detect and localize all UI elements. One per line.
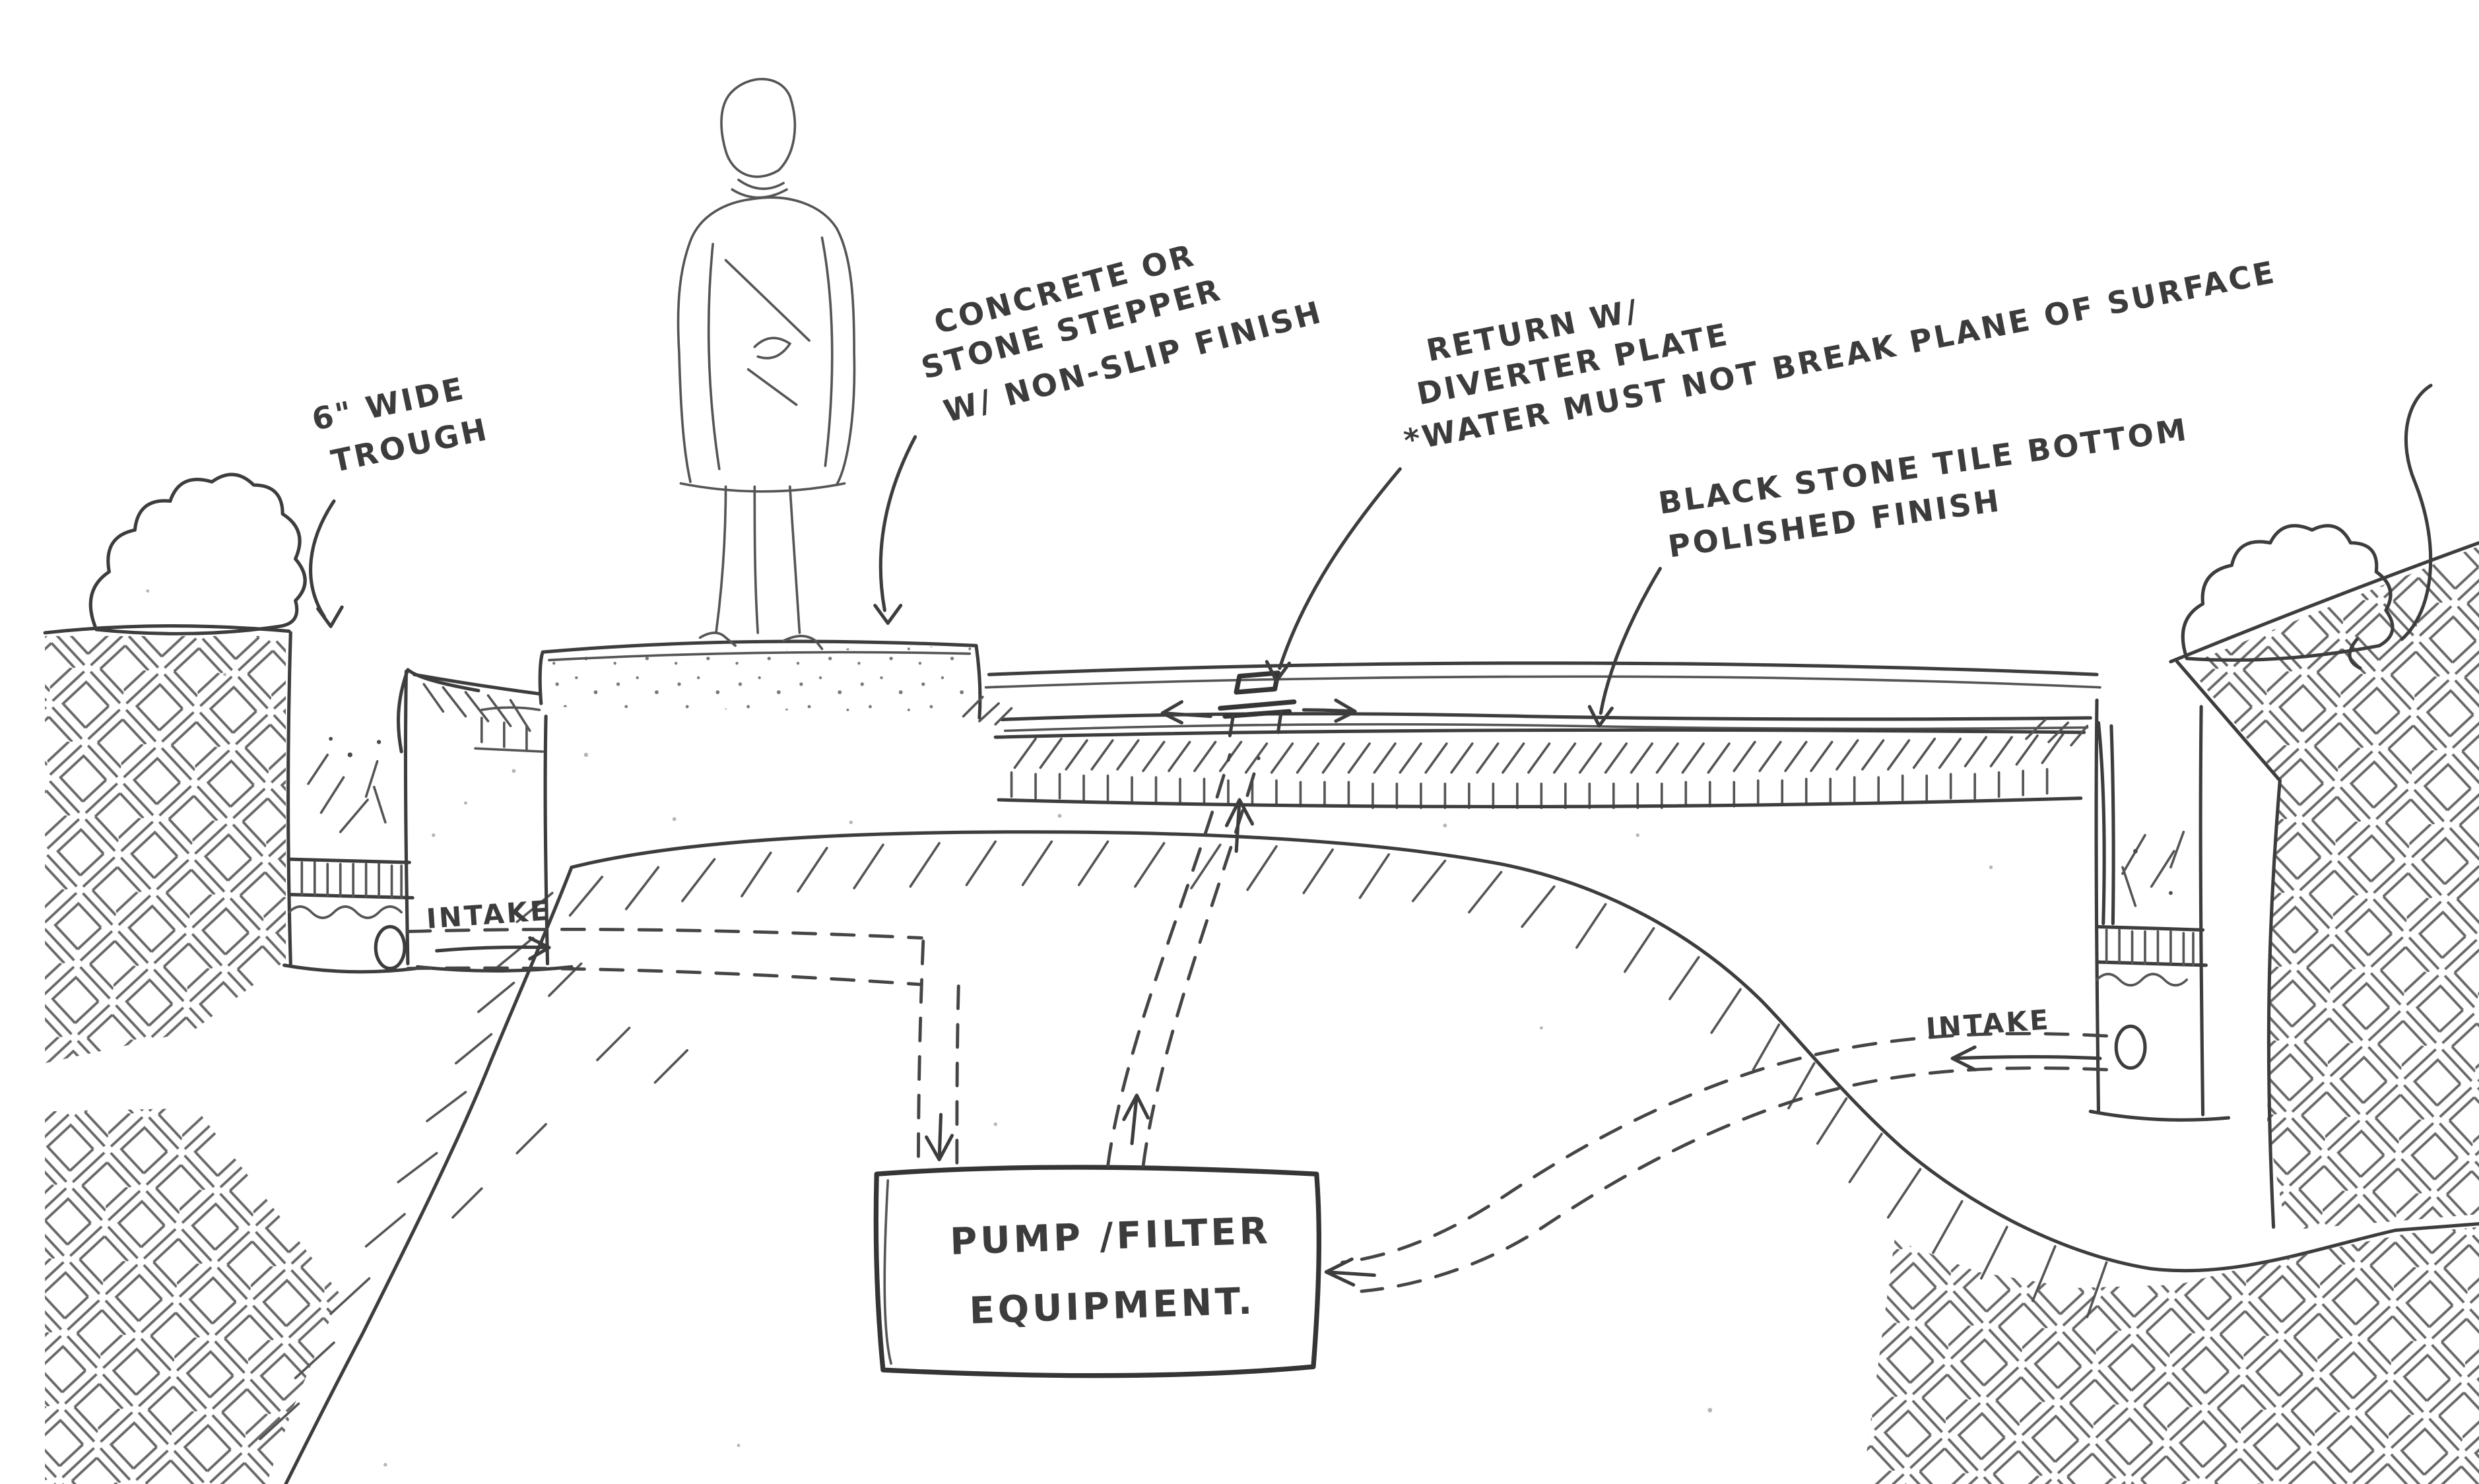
right-bush-branch xyxy=(2348,383,2433,670)
right-trough-grate xyxy=(2095,924,2208,967)
up-arrow-mid xyxy=(1224,798,1255,853)
right-trough-left-wall xyxy=(2094,698,2101,1113)
left-trough-water-line xyxy=(288,905,403,919)
stepper-top-second-stroke xyxy=(548,651,972,662)
left-trough-grate xyxy=(288,857,414,900)
return-callout: RETURN W/ DIVERTER PLATE *WATER MUST NOT… xyxy=(1265,254,2279,683)
right-spill-line xyxy=(2096,721,2115,926)
figure-coat xyxy=(677,196,856,493)
far-coping-line-2 xyxy=(984,675,2101,689)
scatter-hatch xyxy=(451,962,688,1219)
right-trough-right-wall xyxy=(2198,705,2205,1116)
mound-left-slope-line xyxy=(284,865,574,1484)
left-earth-fill xyxy=(45,635,286,1064)
figure-hands xyxy=(753,337,792,360)
right-bank-surface-line xyxy=(2169,541,2479,664)
bottom-right-earth-fill xyxy=(1862,1227,2479,1484)
right-bush xyxy=(2181,524,2395,662)
trough-leader-arrow xyxy=(309,499,344,628)
piping xyxy=(406,753,2109,1293)
left-trough-right-wall xyxy=(403,669,410,965)
left-overflow-wedge xyxy=(422,683,545,753)
flow-arrow-right xyxy=(1302,698,1357,723)
pump-filter-box: PUMP /FILTER EQUIPMENT. xyxy=(873,1165,1322,1378)
deck-left-edge xyxy=(413,672,541,696)
flow-arrow-left xyxy=(1160,700,1212,725)
diverter-stubs xyxy=(1228,709,1283,738)
trough-callout: 6" WIDE TROUGH xyxy=(309,370,492,628)
intake-right-label: INTAKE xyxy=(1925,1004,2052,1044)
figure-coat-folds xyxy=(707,236,834,470)
water-surface-line-2 xyxy=(1004,723,2089,732)
left-intake-pipe-run xyxy=(406,928,923,986)
right-overflow-wedge xyxy=(2025,718,2089,747)
mound-left-slope-hatch xyxy=(259,891,554,1440)
tile-bottom-band xyxy=(993,728,2086,810)
annotations: 6" WIDE TROUGH CONCRETE OR STONE STEPPER… xyxy=(309,237,2279,728)
figure-head xyxy=(720,78,797,178)
intake-callouts: INTAKE INTAKE xyxy=(425,895,2102,1072)
tile-callout: BLACK STONE TILE BOTTOM POLISHED FINISH xyxy=(1587,411,2191,728)
left-downpipe xyxy=(917,939,960,1168)
stepper-leader-arrow xyxy=(873,435,917,625)
vegetation xyxy=(88,383,2433,670)
pool xyxy=(413,661,2115,973)
left-bush xyxy=(88,472,307,635)
figure-feet xyxy=(698,631,824,651)
intake-left-arrow xyxy=(435,936,551,961)
mound-top-edge-line xyxy=(570,830,2479,1273)
right-bank-face-line xyxy=(2266,779,2282,1229)
diverter-cap xyxy=(1234,670,1281,695)
up-arrow-low xyxy=(1122,1093,1150,1145)
right-intake-pipe-run xyxy=(1340,1031,2109,1293)
left-trough xyxy=(282,631,480,974)
stepper-slab xyxy=(538,639,1013,726)
figure-legs xyxy=(715,485,801,634)
paper-specks xyxy=(146,589,1993,1467)
figure-collar xyxy=(731,178,788,199)
pump-box-inner-stroke xyxy=(883,1179,892,1365)
standing-figure xyxy=(677,78,856,651)
water-left-of-stepper xyxy=(480,706,541,711)
pump-box-outline xyxy=(873,1165,1322,1378)
pump-label-line1: PUMP /FILTER xyxy=(949,1210,1271,1264)
mound-top-edge-hatch xyxy=(568,840,2108,1318)
left-trough-left-wall xyxy=(286,631,292,965)
right-bank-bevel-line xyxy=(2175,660,2282,783)
stepper-callout: CONCRETE OR STONE STEPPER W/ NON-SLIP FI… xyxy=(873,237,1327,625)
stepper-stipple-fill xyxy=(543,645,979,713)
left-arrow-into-pump xyxy=(1324,1257,1376,1287)
bottom-left-earth-fill xyxy=(45,1108,341,1484)
terrain xyxy=(43,541,2479,1484)
stepper-right-base-hatch xyxy=(962,695,1013,726)
tile-leader-arrow xyxy=(1587,567,1662,728)
far-coping-line-1 xyxy=(987,661,2099,676)
left-trough-spill-lip xyxy=(396,668,480,754)
stepper-outline xyxy=(538,639,982,720)
return-riser xyxy=(1106,753,1261,1168)
return-leader-arrow xyxy=(1265,467,1402,683)
basin-floor-line xyxy=(415,965,574,973)
down-arrow-to-pump xyxy=(925,1113,954,1161)
right-trough-splash xyxy=(2121,830,2185,907)
left-trough-bottom xyxy=(282,963,418,974)
return-diverter xyxy=(1160,670,1357,738)
intake-right-arrow xyxy=(1950,1045,2102,1072)
right-trough-bottom xyxy=(2088,1109,2231,1122)
right-trough xyxy=(2088,698,2231,1122)
right-earth-fill xyxy=(2187,546,2479,1231)
left-intake-pipe xyxy=(374,924,407,971)
left-trough-splash xyxy=(307,736,387,833)
diverter-plate xyxy=(1218,699,1297,719)
right-trough-water-line xyxy=(2096,973,2189,987)
right-intake-pipe xyxy=(2114,1024,2147,1070)
pump-label-line2: EQUIPMENT. xyxy=(969,1279,1256,1332)
